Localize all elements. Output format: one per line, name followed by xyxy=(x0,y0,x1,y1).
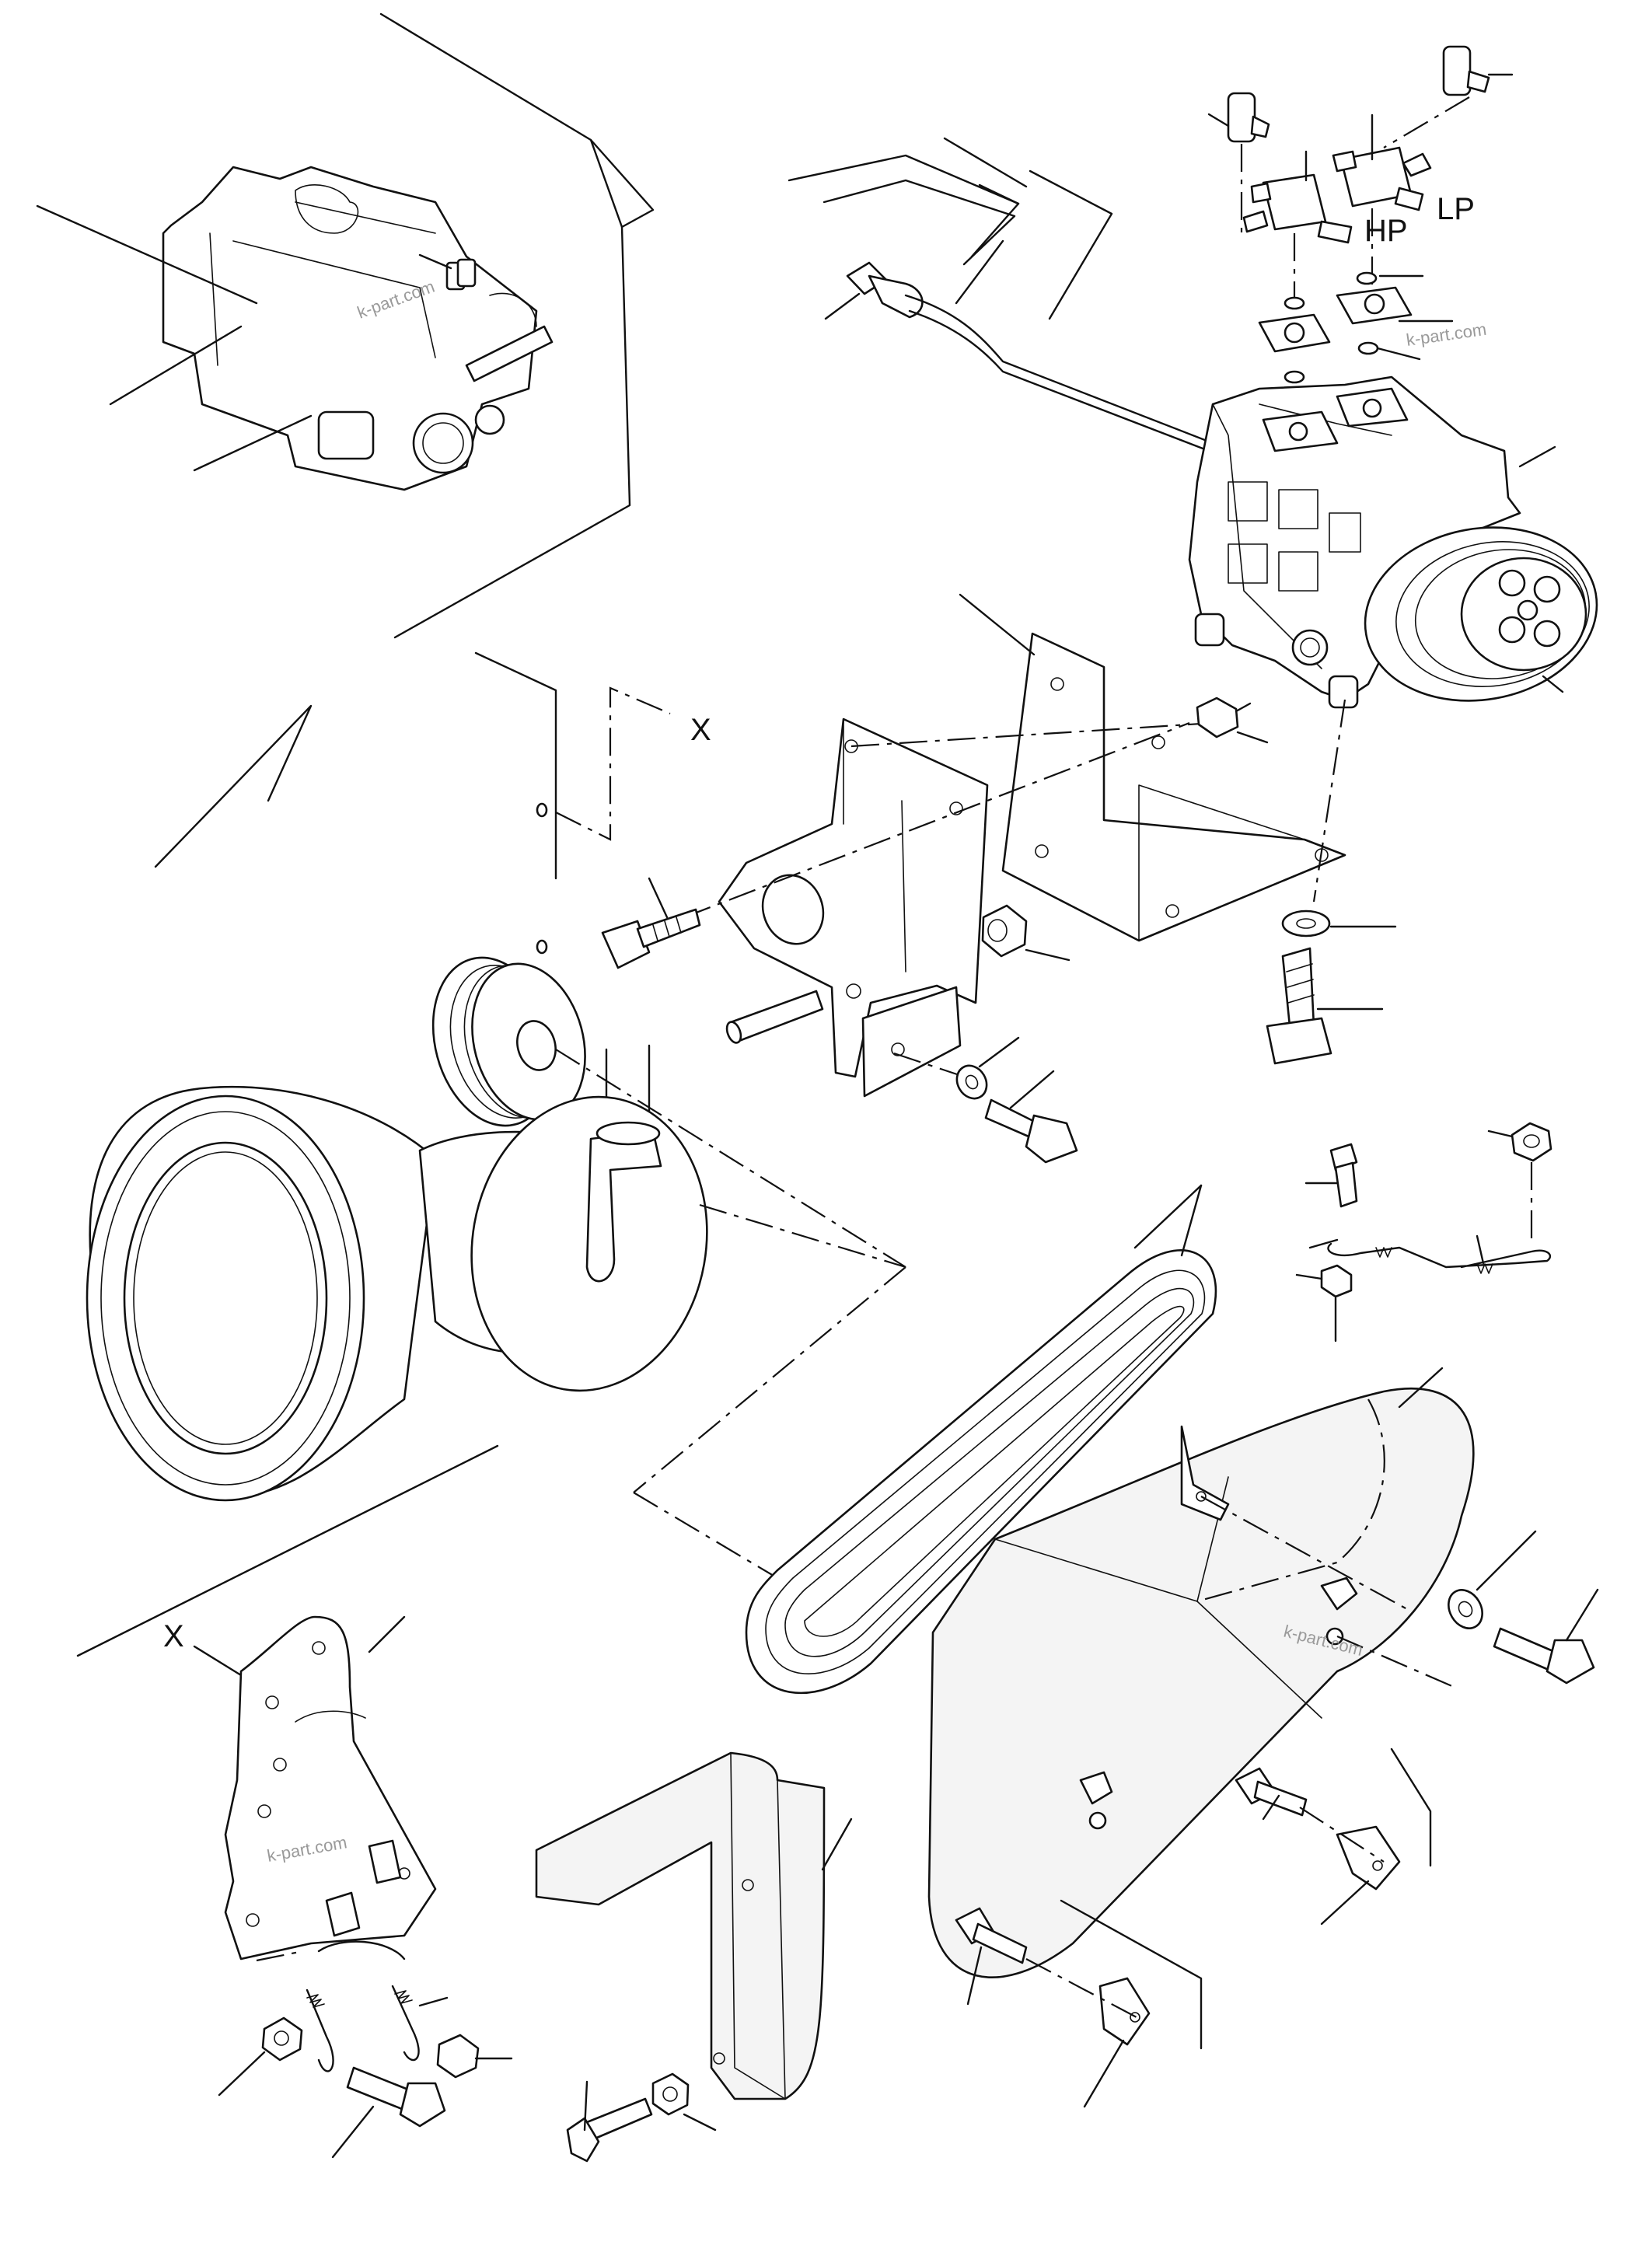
leader-line xyxy=(978,1036,1020,1068)
idler-pulley-assembly: X xyxy=(154,651,906,1268)
belt-guard: k-part.com xyxy=(927,1367,1475,1978)
hex-nut xyxy=(1196,697,1239,738)
leader-line xyxy=(683,2113,717,2132)
hp-tee-fitting xyxy=(1262,173,1327,231)
leader-line xyxy=(418,253,452,270)
leader-line xyxy=(193,414,313,472)
engine-overview: k-part.com xyxy=(36,12,655,639)
leader-line xyxy=(1320,1880,1370,1926)
hex-nut xyxy=(651,2072,690,2116)
guard-hardware xyxy=(955,1122,1599,2108)
elbow-fitting-right xyxy=(1442,45,1472,96)
leader-line xyxy=(1542,675,1564,693)
leader-line xyxy=(955,239,1004,305)
watermark: k-part.com xyxy=(1405,319,1487,350)
leader-line xyxy=(218,2051,266,2097)
leader-line xyxy=(1308,1238,1339,1249)
o-ring xyxy=(1356,271,1378,285)
hex-nut xyxy=(436,2034,480,2079)
leader-line xyxy=(1518,445,1556,468)
leader-line xyxy=(368,1615,406,1653)
stud xyxy=(729,990,824,1043)
leader-line xyxy=(36,204,258,305)
lower-guard-plate xyxy=(535,1751,853,2163)
label-lp: LP xyxy=(1437,192,1475,226)
leader-line xyxy=(1398,1367,1444,1409)
hex-nut xyxy=(261,2016,303,2062)
hex-nut xyxy=(1511,1122,1552,1162)
stud xyxy=(368,1839,402,1884)
drive-belt xyxy=(745,1184,1217,1695)
leader-line xyxy=(1207,113,1230,127)
leader-line xyxy=(966,1946,983,2006)
leader-line xyxy=(1133,1184,1203,1249)
leader-line xyxy=(959,593,1036,656)
leader-line xyxy=(1376,347,1421,361)
label-x-top: X xyxy=(690,713,711,747)
clip-plate xyxy=(1336,1825,1401,1891)
leader-line xyxy=(331,2105,375,2159)
leader-line xyxy=(821,1817,853,1871)
mounting-bracket-l xyxy=(1001,632,1346,942)
washer xyxy=(1281,910,1331,937)
o-ring xyxy=(1284,370,1305,384)
hex-bolt xyxy=(601,920,651,969)
x-detail-bracket: X k-part.com xyxy=(163,1615,513,2159)
leader-line xyxy=(193,1645,243,1677)
pivot-bracket xyxy=(718,718,989,1078)
leader-line xyxy=(583,2080,589,2132)
leader-line xyxy=(418,1996,449,2007)
washer xyxy=(955,1064,988,1100)
leader-line xyxy=(1009,1070,1055,1109)
hex-bolt xyxy=(1493,1627,1556,1671)
o-ring xyxy=(1357,341,1379,355)
compressor-bracket-assembly xyxy=(683,593,1346,1098)
leader-line xyxy=(1262,1794,1280,1821)
pressure-sensor-cable xyxy=(788,137,1214,452)
leader-line xyxy=(1083,2039,1125,2108)
fasteners xyxy=(601,697,1397,1164)
label-x-bottom: X xyxy=(163,1619,184,1653)
hex-nut xyxy=(1320,1264,1353,1298)
hex-nut xyxy=(981,904,1028,958)
leader-line xyxy=(1235,702,1252,713)
crankshaft-pulley xyxy=(76,1085,906,1657)
ac-compressor xyxy=(1188,375,1598,709)
leader-line xyxy=(1295,1273,1323,1280)
leader-line xyxy=(1565,1588,1599,1642)
engine-block-sketch xyxy=(162,166,554,491)
leader-line xyxy=(1487,1130,1514,1138)
leader-line xyxy=(648,877,669,919)
leader-line xyxy=(824,292,861,320)
o-ring xyxy=(1284,296,1305,310)
label-hp: HP xyxy=(1364,214,1408,248)
leader-line xyxy=(1476,1530,1537,1591)
elbow-fitting-left xyxy=(1227,92,1256,143)
hex-bolt xyxy=(585,2097,653,2141)
leader-line xyxy=(1025,948,1070,962)
washer xyxy=(1448,1589,1483,1629)
stud xyxy=(325,1891,361,1937)
leader-line xyxy=(1236,731,1269,744)
leader-line xyxy=(109,325,243,406)
leader-line xyxy=(1180,1184,1203,1257)
leader-line xyxy=(1476,1234,1485,1265)
pressure-switches: LP HP k-part.com xyxy=(1207,45,1514,384)
